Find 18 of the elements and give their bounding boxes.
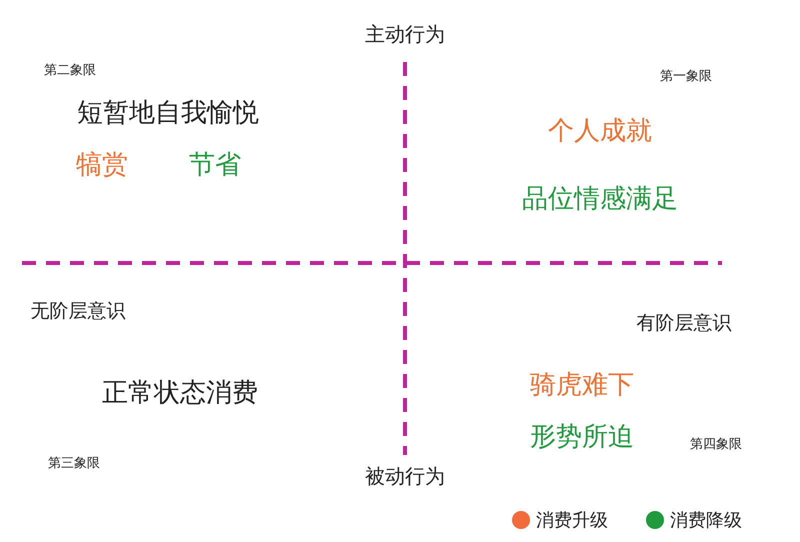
- quadrant-label: 第二象限: [44, 64, 96, 77]
- quadrant-label: 第一象限: [660, 70, 712, 83]
- axis-label: 主动行为: [365, 24, 445, 44]
- quadrant-text: 品位情感满足: [522, 186, 678, 212]
- quadrant-label: 第三象限: [48, 457, 100, 470]
- quadrant-text: 短暂地自我愉悦: [77, 100, 259, 126]
- axis-label: 被动行为: [365, 466, 445, 486]
- quadrant-text: 形势所迫: [530, 424, 634, 450]
- legend-text: 消费降级: [670, 509, 742, 532]
- axis-label: 无阶层意识: [30, 302, 126, 321]
- quadrant-text: 节省: [189, 152, 241, 178]
- quadrant-text: 个人成就: [548, 118, 652, 144]
- quadrant-text: 犒赏: [76, 152, 128, 178]
- quadrant-label: 第四象限: [690, 438, 742, 451]
- axis-label: 有阶层意识: [636, 314, 732, 333]
- quadrant-text: 正常状态消费: [102, 380, 258, 406]
- quadrant-text: 骑虎难下: [530, 372, 634, 398]
- legend-text: 消费升级: [536, 509, 608, 532]
